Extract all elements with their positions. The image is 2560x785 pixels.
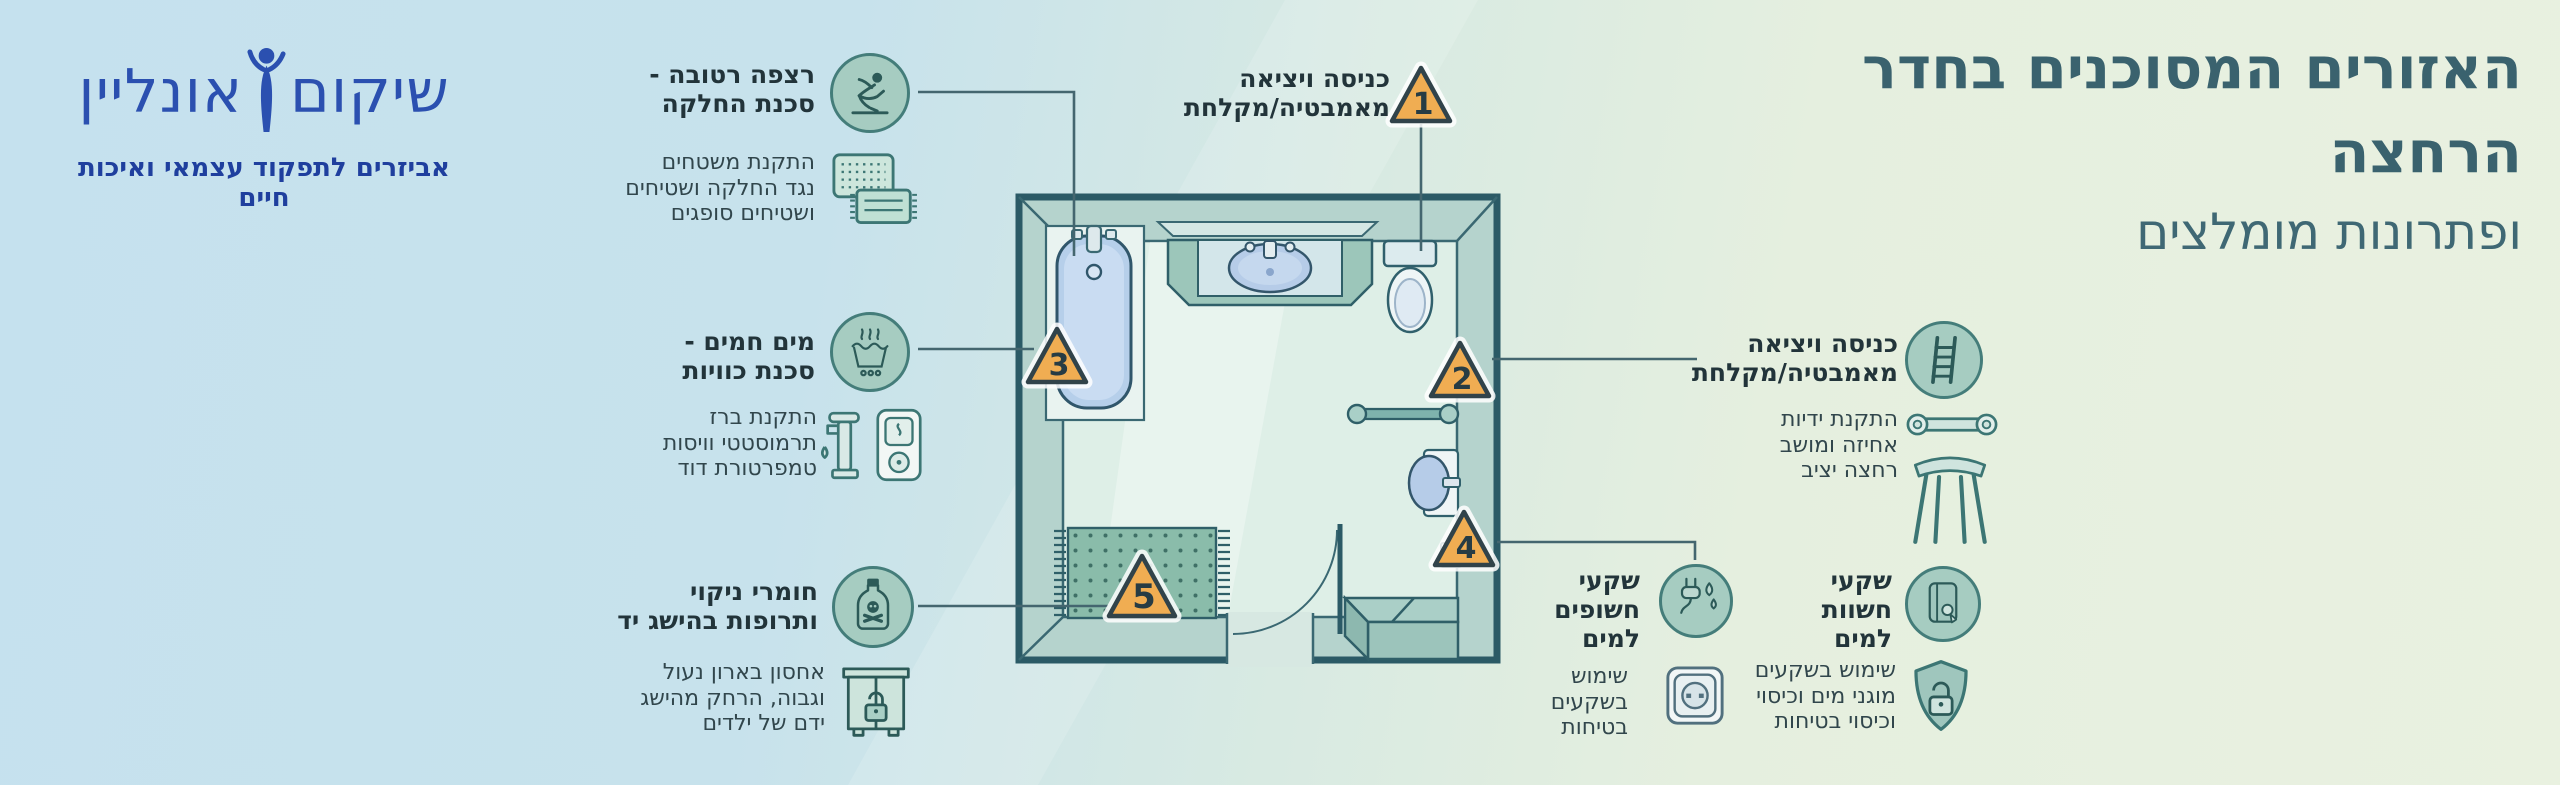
person-figure-icon — [245, 46, 288, 151]
warning-marker-5: 5 — [1102, 549, 1182, 623]
callout-wet-floor-title: רצפה רטובה - סכנת החלקה — [595, 60, 815, 118]
marker-number: 2 — [1452, 362, 1473, 397]
callout-bath-entry-title: כניסה ויציאה מאמבטיה/מקלחת — [1656, 329, 1898, 387]
slip-person-icon — [830, 53, 910, 133]
text-line: התקנת ברז — [709, 405, 817, 430]
warning-marker-2: 2 — [1424, 336, 1496, 403]
text-line: ושטיחים סופגים — [670, 201, 815, 226]
title-line: האזורים המסוכנים בחדר — [1862, 34, 2522, 102]
callout-appliances-water-body: שימוש בשקעים מוגני מים וכיסוי וכיסוי בטי… — [1698, 658, 1896, 735]
callout-sockets-exposed-title: שקעי חשופים למים — [1518, 566, 1640, 653]
text-line: רצפה רטובה - — [649, 60, 815, 89]
warning-marker-3: 3 — [1021, 322, 1093, 389]
text-line: כניסה ויציאה — [1239, 64, 1390, 93]
text-line: ידם של ילדים — [702, 711, 825, 736]
thermostatic-faucet-icon — [818, 404, 926, 490]
text-line: למים — [1582, 624, 1640, 653]
text-line: וגבוה, הרחק מהישג — [640, 685, 825, 711]
warning-marker-1: 1 — [1385, 61, 1457, 128]
text-line: חשופים — [1554, 595, 1640, 624]
text-line: כניסה ויציאה — [1747, 329, 1898, 358]
shower-stool-icon — [1908, 446, 1992, 554]
callout-sockets-exposed-body: שימוש בשקעים בטיחות — [1516, 664, 1628, 741]
callout-wet-floor-body: התקנת משטחים נגד החלקה ושטיחים ושטיחים ס… — [549, 150, 815, 227]
text-line: שקעי — [1578, 566, 1640, 595]
poison-bottle-icon — [832, 566, 914, 648]
text-line: סכנת כוויות — [682, 356, 815, 385]
brand-tagline: אביזרים לתפקוד עצמאי ואיכות חיים — [78, 153, 450, 213]
text-line: נגד החלקה ושטיחים — [625, 175, 815, 201]
anti-slip-mats-icon — [826, 150, 922, 238]
callout-cleaning-title: חומרי ניקוי ותרופות בהישג יד — [556, 577, 818, 635]
text-line: חשוות — [1821, 595, 1892, 624]
text-line: תרמוסטטי וויסות — [662, 430, 817, 456]
floorplan — [1015, 193, 1501, 667]
text-line: שימוש בשקעים — [1754, 658, 1896, 683]
plan-grab-bar — [1346, 403, 1460, 425]
door — [1225, 524, 1343, 667]
brand-word-left: אונליין — [78, 57, 244, 127]
wall-sink — [1407, 448, 1461, 518]
text-line: מאמבטיה/מקלחת — [1183, 93, 1390, 122]
text-line: חומרי ניקוי — [689, 577, 818, 606]
text-line: ותרופות בהישג יד — [617, 606, 818, 635]
text-line: בשקעים — [1550, 689, 1628, 715]
callout-hot-water-title: מים חמים - סכנת כוויות — [595, 327, 815, 385]
shower-bench — [1342, 594, 1460, 663]
vanity-sink — [1155, 221, 1380, 307]
text-line: מאמבטיה/מקלחת — [1691, 358, 1898, 387]
toilet — [1382, 239, 1438, 334]
callout-cleaning-body: אחסון בארון נעול וגבוה, הרחק מהישג ידם ש… — [555, 660, 825, 737]
text-line: טמפרטורת דוד — [677, 456, 817, 481]
text-line: רחצה יציב — [1801, 458, 1898, 483]
water-heater-icon — [1905, 566, 1981, 642]
callout-appliances-water-title: שקעי חשוות למים — [1768, 566, 1892, 653]
text-line: אחסון בארון נעול — [662, 660, 825, 685]
ladder-icon — [1905, 321, 1983, 399]
hot-water-icon — [830, 312, 910, 392]
marker-number: 1 — [1413, 87, 1434, 122]
page-subtitle: ופתרונות מומלצים — [2136, 203, 2522, 261]
text-line: אחיזה ומושב — [1779, 432, 1898, 458]
plug-water-drops-icon — [1659, 564, 1733, 638]
security-shield-lock-icon — [1910, 658, 1972, 738]
brand-logo: שיקום אונליין אביזרים לתפקוד עצמאי ואיכו… — [52, 42, 476, 213]
title-line: הרחצה — [2329, 118, 2522, 186]
brand-word-right: שיקום — [290, 57, 450, 127]
text-line: סכנת החלקה — [661, 89, 815, 118]
connector-lines — [918, 90, 1697, 608]
safety-outlet-icon — [1664, 664, 1726, 734]
bathtub — [1044, 224, 1146, 422]
warning-marker-4: 4 — [1428, 505, 1500, 572]
marker-number: 4 — [1456, 531, 1477, 566]
plan-label-bath-entry: כניסה ויציאה מאמבטיה/מקלחת — [1144, 64, 1390, 122]
text-line: וכיסוי בטיחות — [1774, 709, 1896, 734]
callout-hot-water-body: התקנת ברז תרמוסטטי וויסות טמפרטורת דוד — [551, 405, 817, 482]
page-title: האזורים המסוכנים בחדר הרחצה ופתרונות מומ… — [1862, 26, 2522, 270]
grab-bar-icon — [1906, 410, 1998, 443]
text-line: שקעי — [1830, 566, 1892, 595]
locked-cabinet-icon — [840, 664, 912, 746]
marker-number: 5 — [1132, 577, 1156, 617]
marker-number: 3 — [1049, 348, 1070, 383]
text-line: למים — [1834, 624, 1892, 653]
text-line: התקנת משטחים — [661, 150, 815, 175]
text-line: התקנת ידיות — [1780, 407, 1898, 432]
callout-bath-entry-body: התקנת ידיות אחיזה ומושב רחצה יציב — [1700, 407, 1898, 484]
text-line: בטיחות — [1561, 715, 1628, 740]
text-line: מים חמים - — [684, 327, 815, 356]
text-line: מוגני מים וכיסוי — [1756, 683, 1896, 709]
text-line: שימוש — [1570, 664, 1628, 689]
